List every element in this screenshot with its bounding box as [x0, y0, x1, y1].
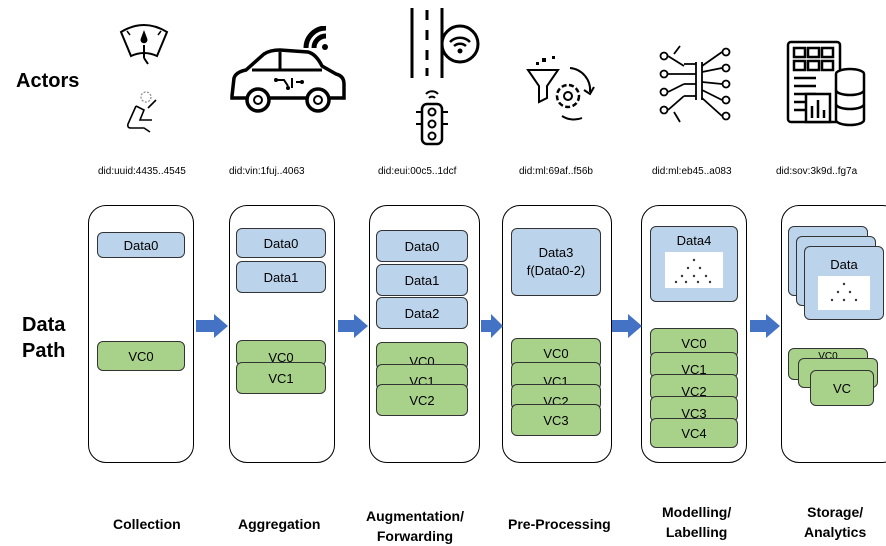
- vc-box: VC2: [376, 384, 468, 416]
- flow-arrow: [481, 314, 503, 338]
- did-label-augmentation: did:eui:00c5..1dcf: [378, 166, 457, 177]
- storage-panel: Data VC0 VC: [781, 205, 886, 463]
- stage-label-line: Storage/: [807, 504, 864, 520]
- data-box: Data0: [236, 228, 326, 258]
- actors-label: Actors: [16, 70, 80, 92]
- data-box: Data1: [376, 264, 468, 296]
- vc-box: VC1: [236, 362, 326, 394]
- did-label-preprocessing: did:ml:69af..f56b: [519, 166, 593, 177]
- data-box-title: Data4: [676, 233, 712, 248]
- data-box-title: Data: [830, 257, 858, 272]
- tree-chart-icon: [818, 276, 870, 310]
- stage-label-line: Aggregation: [238, 516, 321, 532]
- traffic-light-icon: [416, 90, 448, 146]
- stage-label-line: Forwarding: [376, 528, 454, 544]
- modelling-panel: Data4 VC0 VC1 VC2 VC3 VC4: [641, 205, 747, 463]
- vc-box: VC4: [650, 418, 738, 448]
- did-label-modelling: did:ml:eb45..a083: [652, 166, 732, 177]
- vc-box: VC3: [511, 404, 601, 436]
- stage-label-line: Modelling/: [662, 504, 732, 520]
- stage-label-preprocessing: Pre-Processing: [508, 514, 611, 534]
- stage-label-augmentation: Augmentation/Forwarding: [366, 506, 464, 546]
- data-filter-icon: [526, 56, 595, 121]
- vc-box: VC3: [650, 396, 738, 422]
- stage-label-line: Pre-Processing: [508, 516, 611, 532]
- did-label-collection: did:uuid:4435..4545: [98, 166, 186, 177]
- data-box: Data3 f(Data0-2): [511, 228, 601, 296]
- data-path-label-line2: Path: [22, 340, 66, 362]
- collection-panel: Data0 VC0: [88, 205, 194, 463]
- did-label-storage: did:sov:3k9d..fg7a: [776, 166, 858, 177]
- stage-label-line: Collection: [113, 516, 181, 532]
- augmentation-panel: Data0 Data1 Data2 VC0 VC1 VC2: [369, 205, 480, 463]
- data-box: Data1: [236, 261, 326, 293]
- stage-label-aggregation: Aggregation: [238, 514, 320, 534]
- vc-box: VC0: [97, 341, 185, 371]
- flow-arrow: [750, 314, 780, 338]
- vc-box: VC: [810, 370, 874, 406]
- flow-arrow: [338, 314, 368, 338]
- data-box: Data4: [650, 226, 738, 302]
- stage-label-collection: Collection: [113, 514, 181, 534]
- data-box-formula: f(Data0-2): [526, 263, 586, 278]
- stage-label-line: Labelling: [665, 524, 728, 540]
- database-icon: [786, 40, 866, 127]
- stage-label-line: Analytics: [804, 524, 867, 540]
- preprocessing-panel: Data3 f(Data0-2) VC0 VC1 VC2 VC3: [502, 205, 612, 463]
- data-box: Data: [804, 246, 884, 320]
- tree-chart-icon: [665, 252, 723, 288]
- flow-arrow: [196, 314, 228, 338]
- did-label-aggregation: did:vin:1fuj..4063: [229, 166, 305, 177]
- data-box: Data2: [376, 297, 468, 329]
- connected-car-icon: [230, 26, 346, 113]
- data-box: Data0: [97, 232, 185, 258]
- aggregation-panel: Data0 Data1 VC0 VC1: [229, 205, 335, 463]
- data-box: Data0: [376, 230, 468, 262]
- stage-label-storage: Storage/Analytics: [804, 502, 866, 542]
- data-path-label-line1: Data: [22, 314, 66, 336]
- vc-box: VC0: [236, 340, 326, 366]
- data-box-title: Data3: [538, 245, 574, 260]
- flow-arrow: [612, 314, 642, 338]
- stage-label-line: Augmentation/: [366, 508, 464, 524]
- neural-network-icon: [659, 45, 731, 123]
- wireless-road-icon: [410, 8, 480, 78]
- seat-icon: [127, 91, 157, 133]
- dashboard-icon: [119, 24, 169, 65]
- stage-label-modelling: Modelling/Labelling: [662, 502, 731, 542]
